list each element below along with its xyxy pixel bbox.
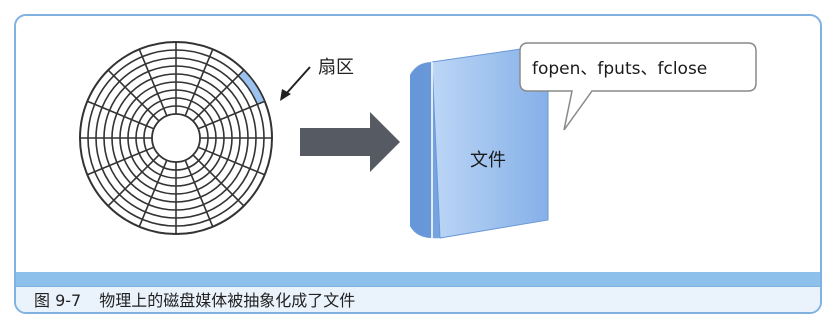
blue-band [16,272,820,286]
sector-pointer-arrowhead [280,89,291,101]
file-icon: 文件 [410,44,549,239]
caption-bar [16,286,820,312]
sector-label: 扇区 [318,57,354,78]
disk-spoke [184,159,214,227]
disk-spoke [184,49,214,117]
sector-pointer-line [284,66,311,96]
disk-spoke [138,159,168,227]
disk-spoke [192,69,245,122]
functions-label: fopen、fputs、fclose [532,59,707,79]
transform-arrow-icon [300,112,400,172]
figure-caption: 图 9-7 物理上的磁盘媒体被抽象化成了文件 [34,291,355,311]
disk-spoke [87,100,155,130]
disk-spoke [197,146,265,176]
disk-spoke [197,100,265,130]
disk-spoke [192,154,245,207]
functions-callout: fopen、fputs、fclose [519,42,757,131]
disk-spoke [107,69,160,122]
disk-hub [151,113,201,163]
disk-platter [79,41,273,235]
file-label: 文件 [470,150,506,171]
caption-text: 物理上的磁盘媒体被抽象化成了文件 [99,291,356,310]
disk-spoke [87,146,155,176]
highlighted-sector [237,69,266,106]
caption-number: 图 9-7 [34,291,82,310]
disk-spoke [107,154,160,207]
disk-spoke [138,49,168,117]
disk-spokes [80,42,272,234]
